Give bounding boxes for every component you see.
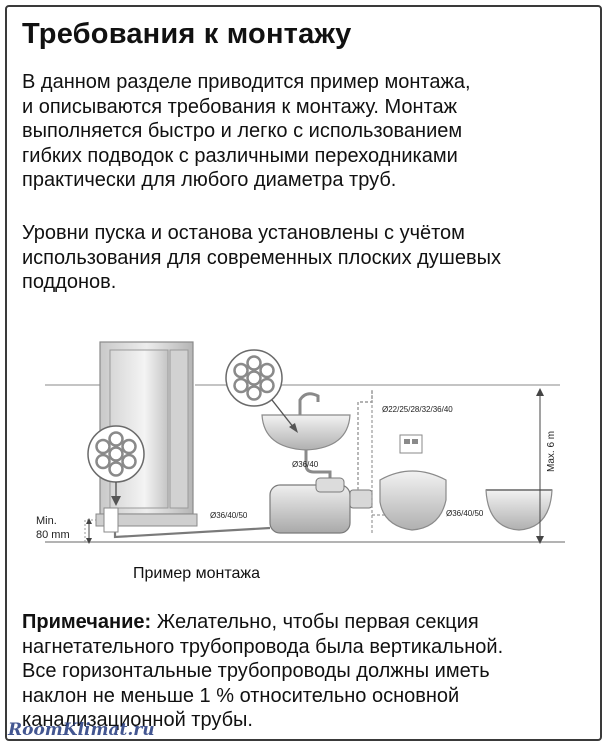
intro-paragraph: В данном разделе приводится пример монта… — [22, 70, 592, 193]
pipe-diameter-icon-2 — [225, 349, 298, 433]
note-line: наклон не меньше 1 % относительно основн… — [22, 684, 460, 707]
page-title: Требования к монтажу — [22, 18, 352, 50]
pipe-label-4: Ø36/40/50 — [446, 509, 484, 518]
note-line: Все горизонтальные трубопроводы должны и… — [22, 660, 490, 682]
note-line: нагнетательного трубопровода была вертик… — [22, 635, 504, 658]
levels-line: Уровни пуска и останова установлены с уч… — [22, 222, 465, 244]
intro-line: выполняется быстро и легко с использован… — [22, 120, 463, 142]
pipe-diameter-icon-1 — [87, 425, 145, 506]
levels-line: использования для современных плоских ду… — [22, 246, 501, 269]
levels-paragraph: Уровни пуска и останова установлены с уч… — [22, 221, 592, 295]
page-frame — [5, 5, 602, 741]
diagram-caption: Пример монтажа — [133, 565, 260, 582]
height-dimension — [536, 388, 544, 544]
max-height-label: Max. 6 m — [546, 431, 557, 472]
pipe-label-3: Ø22/25/28/32/36/40 — [382, 405, 453, 414]
watermark-logo: RoomKlimat.ru — [8, 720, 155, 740]
min-height-dimension — [86, 518, 92, 544]
min-label: Min. — [36, 515, 57, 527]
levels-line: поддонов. — [22, 271, 117, 293]
note-line: Желательно, чтобы первая секция — [156, 611, 479, 633]
shower-drain-pipe — [113, 526, 271, 539]
intro-line: и описываются требования к монтажу. Монт… — [22, 95, 458, 118]
note-line: канализационной трубы. — [22, 709, 253, 731]
intro-line: практически для любого диаметра труб. — [22, 169, 397, 191]
installation-diagram: Min. 80 mm Ø36/40/50 Ø36/40 Ø22/25/28/32… — [36, 341, 565, 544]
min-value-label: 80 mm — [36, 529, 70, 541]
intro-line: В данном разделе приводится пример монта… — [22, 71, 471, 93]
intro-line: гибких подводок с различными переходника… — [22, 144, 458, 167]
discharge-pipe — [357, 390, 373, 490]
second-washbasin — [485, 489, 553, 531]
pipe-label-1: Ø36/40/50 — [210, 511, 248, 520]
note-label: Примечание: — [22, 611, 152, 633]
toilet — [379, 434, 447, 531]
note-paragraph: Примечание: Желательно, чтобы первая сек… — [22, 610, 597, 733]
pump-unit — [269, 477, 373, 534]
washbasin — [261, 392, 351, 490]
pipe-label-2: Ø36/40 — [292, 460, 319, 469]
